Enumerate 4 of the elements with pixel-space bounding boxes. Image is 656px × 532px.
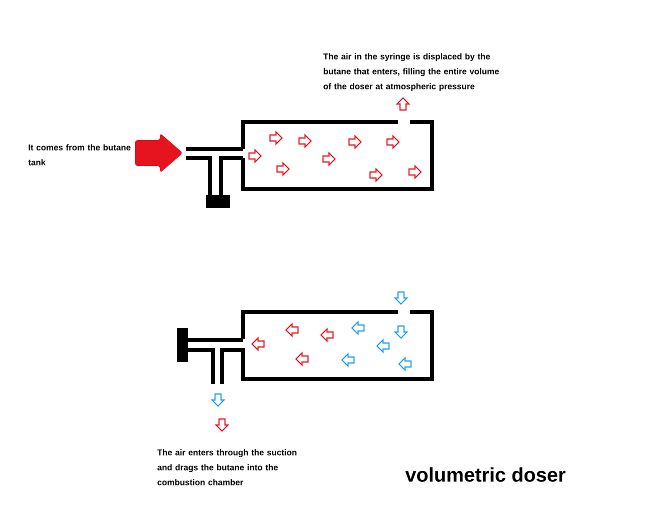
annotation-text: The air enters through the suction and drags the butane into the combustion chamber (157, 449, 296, 486)
annotation-text: It comes from the butane tank (28, 144, 130, 166)
title: volumetric doser (405, 467, 566, 482)
annotation-text: The air in the syringe is displaced by the butane that enters, filling the entire volume of the doser at atmospheric pressure (323, 53, 499, 91)
